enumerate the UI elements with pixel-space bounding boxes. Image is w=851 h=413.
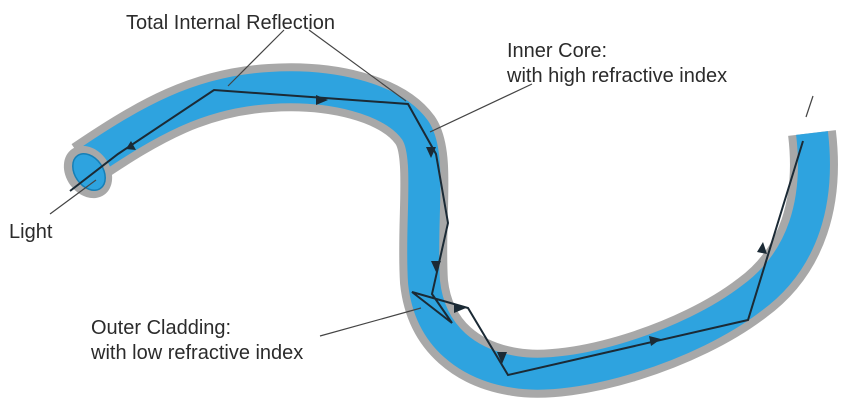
ray-arrow-3 <box>426 147 436 158</box>
light-ray <box>69 88 804 377</box>
ray-arrow-1 <box>126 141 136 150</box>
ray-arrow-2 <box>316 95 328 105</box>
inner-core <box>76 71 830 390</box>
ray-arrow-7 <box>649 336 661 346</box>
inner-core-leader <box>429 83 533 133</box>
fiber-end-core <box>72 153 106 191</box>
right-end-leader <box>805 95 814 118</box>
inner-core-label-line2: with high refractive index <box>507 65 728 87</box>
ray-arrow-6 <box>497 352 507 364</box>
ray-arrow-4 <box>431 261 441 272</box>
outer-cladding-label: Outer Cladding: with low refractive inde… <box>91 316 303 366</box>
reflection-leader-left <box>227 29 285 87</box>
outer-cladding-label-line2: with low refractive index <box>91 342 304 364</box>
total-internal-reflection-label: Total Internal Reflection <box>126 12 336 34</box>
ray-arrow-8 <box>757 242 767 254</box>
inner-core-label: Inner Core: with high refractive index <box>507 39 727 89</box>
cladding-leader <box>319 307 422 337</box>
reflection-leader-right <box>308 29 407 102</box>
light-leader <box>49 179 97 215</box>
inner-core-label-line1: Inner Core: <box>507 40 608 62</box>
outer-cladding-label-line1: Outer Cladding: <box>91 317 232 339</box>
light-label: Light <box>9 221 53 243</box>
ray-arrow-5 <box>454 303 466 313</box>
